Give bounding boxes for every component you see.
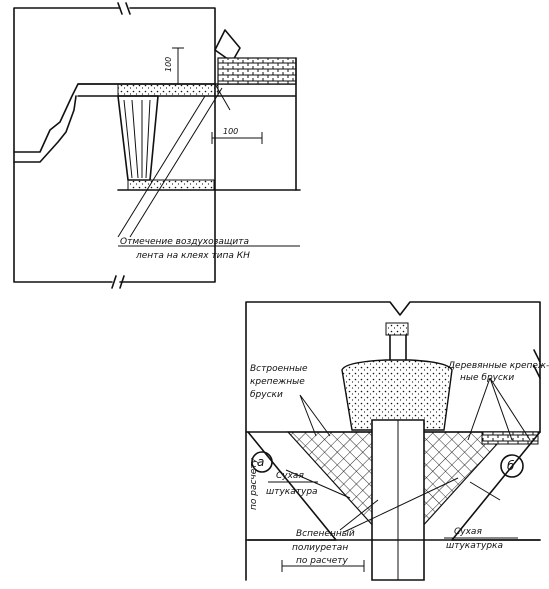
by-calc-horizontal: по расчету [296, 556, 349, 566]
break-mark-top [117, 2, 131, 15]
dry-plaster-left-1: Сухая [276, 471, 304, 481]
by-calc-vertical: по расчету [249, 457, 259, 510]
break-mark-bottom [111, 275, 125, 289]
wall-join [214, 83, 231, 111]
masonry-chip [214, 29, 241, 63]
dry-plaster-right-2: штукатурка [446, 541, 503, 551]
label-insert-1: Встроенные [250, 364, 308, 374]
sealant-strip [117, 83, 219, 97]
leader-foam [339, 477, 459, 533]
foam-label-2: полиуретан [292, 543, 348, 553]
top-section-detail: 100 100 Отмечение воздухозащита лента на… [13, 2, 301, 289]
circle-a-text: а [257, 455, 264, 469]
label-right-bars-1: Деревянные крепеж- [447, 361, 549, 371]
label-right-bars-2: ные бруски [460, 373, 514, 383]
stem [389, 334, 407, 361]
top-frame [13, 7, 216, 283]
foam-core [341, 359, 453, 431]
leader-plaster [285, 469, 501, 501]
window-sash-inner [13, 95, 77, 163]
callout-text-2: лента на клеях типа КН [135, 251, 250, 261]
bottom-section-detail: а б Встроенные крепежные бруски Деревянн… [245, 301, 549, 581]
dim-vertical-text: 100 [164, 57, 173, 72]
joint-cap [385, 322, 409, 336]
callout-leaders [117, 87, 223, 238]
by-calc-dim-line [281, 560, 365, 572]
label-insert-2: крепежные [250, 377, 305, 387]
leader-right-bars [467, 377, 531, 441]
leader-left-insert [299, 394, 331, 437]
foam-label-1: Вспененный [296, 529, 355, 539]
right-masonry [481, 431, 539, 445]
dim-horizontal-line [211, 132, 263, 144]
wooden-bar [117, 95, 159, 181]
circle-a [251, 451, 273, 473]
dim-vertical-line [172, 47, 184, 85]
bottom-gasket [127, 179, 215, 191]
masonry-block [217, 57, 297, 85]
dry-plaster-right-1: Сухая [454, 527, 482, 537]
break-mark-right [533, 349, 541, 379]
bottom-frame [245, 301, 541, 581]
dry-plaster-left-2: штукатура [266, 487, 318, 497]
circle-b [500, 454, 524, 478]
label-insert-3: бруски [250, 390, 283, 400]
wooden-bar-grain [123, 99, 151, 179]
dim-horizontal-text: 100 [223, 127, 238, 136]
callout-text-1: Отмечение воздухозащита [120, 237, 249, 247]
circle-b-text: б [507, 459, 515, 473]
